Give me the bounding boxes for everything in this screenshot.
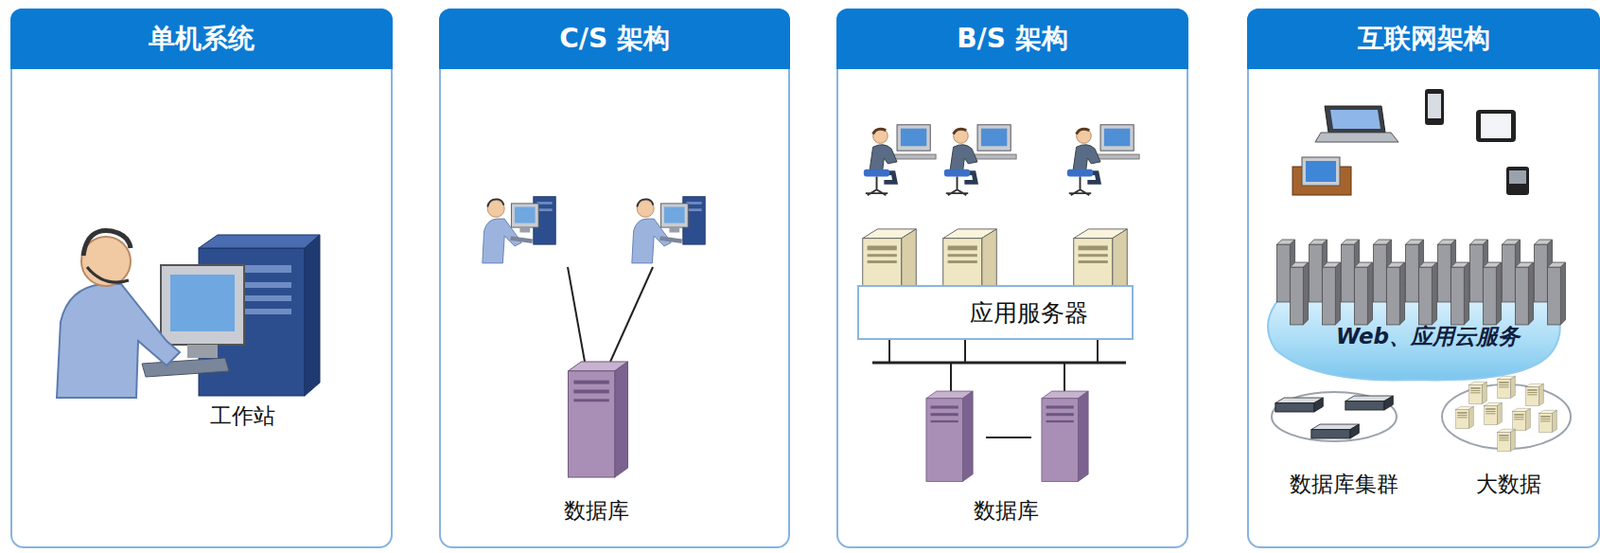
architecture-panel: B/S 架构应用服务器	[836, 8, 1189, 548]
internet-figure	[1271, 88, 1571, 452]
caption-label: 数据库集群	[1289, 469, 1399, 499]
app-server-box: 应用服务器	[857, 284, 1134, 340]
panel-title: C/S 架构	[439, 8, 791, 70]
panel-title: 互联网架构	[1247, 8, 1600, 70]
cs-figure	[482, 196, 705, 477]
cloud-shape	[1256, 235, 1571, 387]
box-label: 应用服务器	[969, 297, 1089, 329]
caption-label: 数据库	[973, 495, 1039, 526]
panel-title: B/S 架构	[836, 8, 1189, 70]
panel-title: 单机系统	[10, 8, 393, 70]
caption-label: 工作站	[210, 401, 276, 431]
architecture-panel: 单机系统	[10, 8, 393, 548]
cloud-label: Web、应用云服务	[1307, 321, 1520, 387]
caption-label: 大数据	[1476, 469, 1542, 499]
cloud-service: Web、应用云服务	[1256, 235, 1571, 387]
workstation-figure	[56, 230, 320, 398]
architecture-panel: C/S 架构	[439, 8, 791, 548]
caption-label: 数据库	[563, 495, 630, 526]
architecture-panel: 互联网架构 Web、应用云服务	[1247, 8, 1600, 548]
